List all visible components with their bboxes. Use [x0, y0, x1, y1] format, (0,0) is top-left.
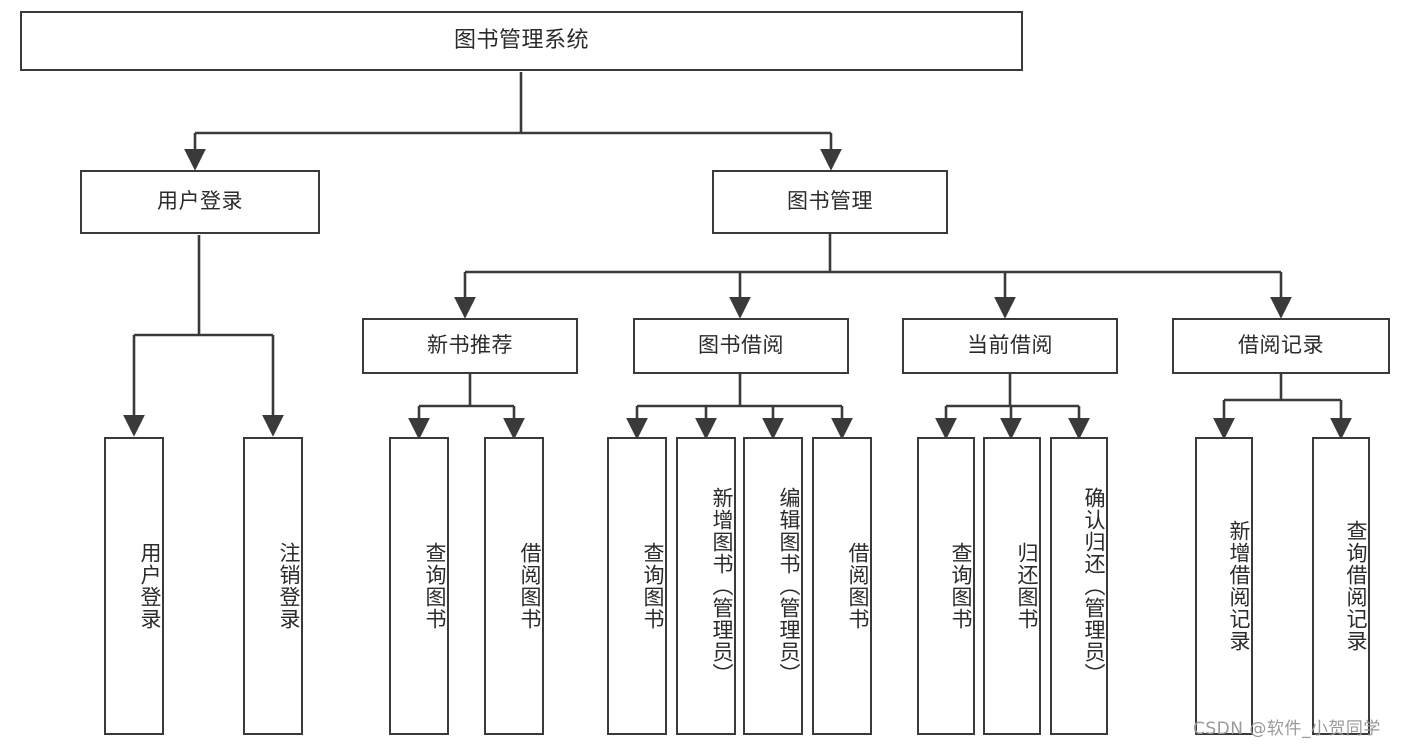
node-leaf-add-book[interactable]: 新增图书（管理员）	[676, 437, 736, 735]
node-leaf-borrow-book-1[interactable]: 借阅图书	[484, 437, 544, 735]
node-leaf-query-book-1-label: 查询图书	[423, 542, 447, 630]
node-leaf-query-book-1[interactable]: 查询图书	[389, 437, 449, 735]
node-leaf-edit-book-label: 编辑图书（管理员）	[777, 487, 801, 685]
node-leaf-query-record-label: 查询借阅记录	[1344, 520, 1368, 652]
node-leaf-borrow-book-1-label: 借阅图书	[518, 542, 542, 630]
node-user-login[interactable]: 用户登录	[80, 170, 320, 234]
node-leaf-borrow-book-2-label: 借阅图书	[846, 542, 870, 630]
node-new-book-recommend[interactable]: 新书推荐	[362, 318, 578, 374]
node-new-book-recommend-label: 新书推荐	[427, 333, 513, 358]
node-leaf-logout[interactable]: 注销登录	[243, 437, 303, 735]
node-leaf-query-book-2-label: 查询图书	[641, 542, 665, 630]
node-leaf-add-record[interactable]: 新增借阅记录	[1195, 437, 1253, 735]
node-leaf-user-login[interactable]: 用户登录	[104, 437, 164, 735]
node-leaf-logout-label: 注销登录	[277, 542, 301, 630]
watermark-text: CSDN @软件_小贺同学	[1193, 719, 1381, 739]
node-leaf-add-book-label: 新增图书（管理员）	[710, 487, 734, 685]
node-book-borrow[interactable]: 图书借阅	[633, 318, 849, 374]
node-current-borrow[interactable]: 当前借阅	[902, 318, 1118, 374]
node-book-management[interactable]: 图书管理	[712, 170, 948, 234]
node-leaf-confirm-return-label: 确认归还（管理员）	[1082, 487, 1106, 685]
node-borrow-record[interactable]: 借阅记录	[1172, 318, 1390, 374]
node-leaf-confirm-return[interactable]: 确认归还（管理员）	[1050, 437, 1108, 735]
node-leaf-return-book-label: 归还图书	[1015, 542, 1039, 630]
node-leaf-user-login-label: 用户登录	[138, 542, 162, 630]
node-leaf-borrow-book-2[interactable]: 借阅图书	[812, 437, 872, 735]
node-borrow-record-label: 借阅记录	[1238, 333, 1324, 358]
node-leaf-return-book[interactable]: 归还图书	[983, 437, 1041, 735]
node-leaf-query-book-3[interactable]: 查询图书	[917, 437, 975, 735]
node-leaf-query-book-3-label: 查询图书	[949, 542, 973, 630]
node-root-label: 图书管理系统	[453, 27, 589, 53]
node-leaf-edit-book[interactable]: 编辑图书（管理员）	[743, 437, 803, 735]
node-user-login-label: 用户登录	[157, 189, 243, 214]
node-root[interactable]: 图书管理系统	[20, 11, 1023, 71]
node-current-borrow-label: 当前借阅	[967, 333, 1053, 358]
node-leaf-add-record-label: 新增借阅记录	[1227, 520, 1251, 652]
node-leaf-query-book-2[interactable]: 查询图书	[607, 437, 667, 735]
node-leaf-query-record[interactable]: 查询借阅记录	[1312, 437, 1370, 735]
node-book-borrow-label: 图书借阅	[698, 333, 784, 358]
node-book-management-label: 图书管理	[787, 189, 873, 214]
